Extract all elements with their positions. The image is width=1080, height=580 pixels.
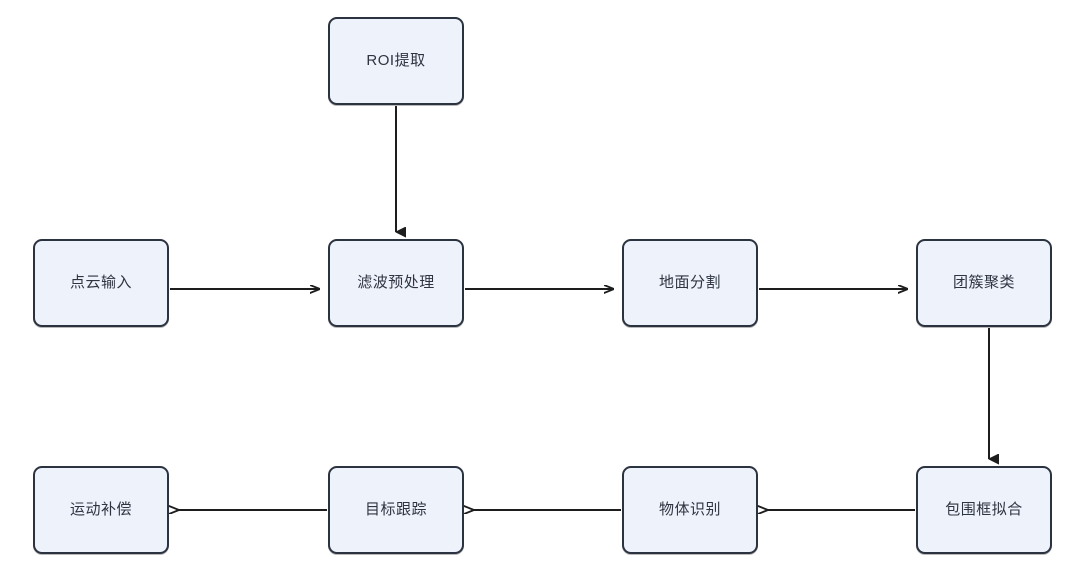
node-label: 团簇聚类 [952,274,1015,291]
node-label: 地面分割 [658,274,721,291]
node-object-recognition[interactable]: 物体识别 [622,466,758,554]
node-cluster-clustering[interactable]: 团簇聚类 [916,239,1052,327]
node-label: 滤波预处理 [357,274,435,291]
node-target-tracking[interactable]: 目标跟踪 [328,466,464,554]
node-bounding-box-fitting[interactable]: 包围框拟合 [916,466,1052,554]
node-label: 运动补偿 [69,501,132,518]
node-label: 点云输入 [69,274,132,291]
node-label: ROI提取 [366,52,426,69]
node-filter-preprocessing[interactable]: 滤波预处理 [328,239,464,327]
node-roi-extraction[interactable]: ROI提取 [328,17,464,105]
node-label: 包围框拟合 [945,501,1023,518]
node-point-cloud-input[interactable]: 点云输入 [33,239,169,327]
node-label: 目标跟踪 [364,501,427,518]
node-ground-segmentation[interactable]: 地面分割 [622,239,758,327]
node-label: 物体识别 [658,501,721,518]
node-motion-compensation[interactable]: 运动补偿 [33,466,169,554]
